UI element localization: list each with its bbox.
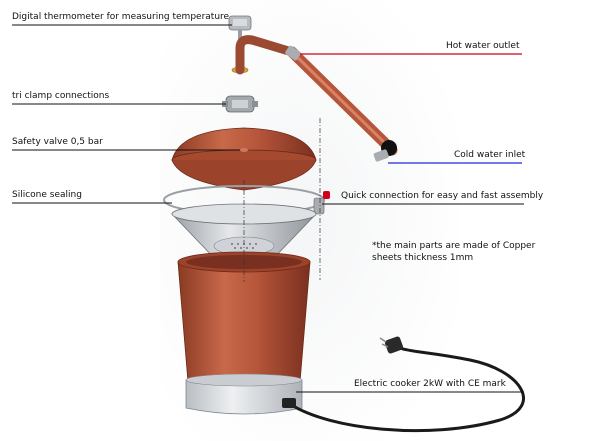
label-hot-outlet: Hot water outlet bbox=[446, 41, 520, 51]
label-tri-clamp: tri clamp connections bbox=[12, 91, 110, 101]
power-cord bbox=[282, 336, 525, 433]
material-note: *the main parts are made of Copper sheet… bbox=[372, 240, 535, 264]
label-thermometer: Digital thermometer for measuring temper… bbox=[12, 12, 230, 22]
condenser-pipe bbox=[235, 35, 398, 162]
label-quick-connection: Quick connection for easy and fast assem… bbox=[341, 191, 544, 201]
label-silicone: Silicone sealing bbox=[12, 190, 82, 200]
label-cold-inlet: Cold water inlet bbox=[454, 150, 526, 160]
label-safety-valve: Safety valve 0,5 bar bbox=[12, 137, 103, 147]
material-note-line-1: *the main parts are made of Copper bbox=[372, 241, 536, 251]
dome-lid bbox=[171, 127, 317, 191]
tri-clamp-part bbox=[222, 95, 258, 113]
quick-connection-clip bbox=[313, 191, 330, 215]
plug-icon bbox=[384, 336, 404, 354]
electric-cooker-base bbox=[185, 373, 303, 415]
label-cooker: Electric cooker 2kW with CE mark bbox=[354, 379, 506, 389]
material-note-line-2: sheets thickness 1mm bbox=[372, 253, 474, 263]
assembly-axes bbox=[243, 118, 321, 282]
leader-lines bbox=[12, 24, 524, 393]
